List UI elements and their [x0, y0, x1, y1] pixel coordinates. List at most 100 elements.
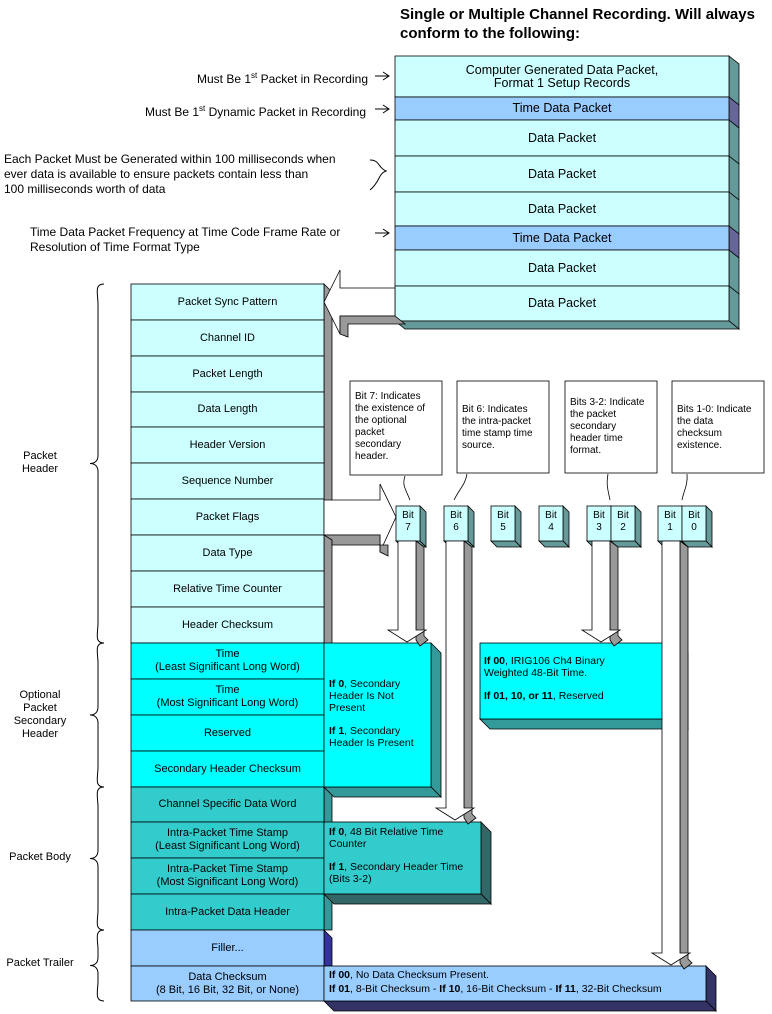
packet-field-label-3: Data Length: [197, 403, 258, 415]
packet-field-14: [130, 786, 325, 823]
packet-field-5: [130, 462, 325, 500]
bit-box-3: [538, 505, 564, 542]
packet-header-brace: [89, 283, 105, 644]
packet-field-label-19: Data Checksum(8 Bit, 16 Bit, 32 Bit, or …: [155, 970, 300, 996]
section-label-packet-trailer: Packet Trailer: [6, 957, 74, 969]
packet-field-label-16: Intra-Packet Time Stamp(Most Significant…: [156, 863, 299, 888]
recording-stack-item-0: [394, 55, 730, 98]
packet-field-label-7: Data Type: [202, 546, 253, 559]
packet-trailer-brace: [89, 929, 105, 1002]
diagram-title: Single or Multiple Channel Recording. Wi…: [400, 6, 755, 42]
recording-stack-label-6: Data Packet: [527, 260, 597, 275]
secondary-header-box-bottom: [323, 786, 442, 798]
recording-stack-label-2: Data Packet: [527, 130, 597, 145]
timestamp-source-box: [323, 821, 482, 895]
first-packet-arrow: [375, 71, 390, 81]
recording-stack-label-0: Computer Generated Data Packet,Format 1 …: [465, 62, 659, 90]
checksum-box-bottom: [323, 1000, 717, 1012]
generation-brace: [369, 159, 388, 191]
bits10-note-box: [671, 380, 765, 474]
bit-box-5: [610, 505, 636, 542]
bit-box-5-side: [634, 505, 642, 548]
packet-field-10: [130, 642, 325, 680]
recording-stack-item-6: [394, 249, 730, 287]
packet-field-16: [130, 857, 325, 895]
first-dynamic-arrow: [375, 104, 390, 114]
bit-box-1: [443, 505, 469, 542]
packet-field-label-14: Channel Specific Data Word: [158, 798, 297, 810]
bit-box-3-side: [562, 505, 570, 548]
bits32-note-box: [564, 380, 658, 474]
header-column-shadow: [323, 283, 333, 645]
recording-stack-side-0: [728, 55, 740, 106]
packet-field-17: [130, 893, 325, 931]
checksum-note: If 00, No Data Checksum Present. If 01, …: [329, 969, 662, 995]
packet-field-9: [130, 606, 325, 644]
recording-stack-item-5: [394, 225, 730, 251]
packet-field-3: [130, 391, 325, 428]
recording-stack-item-3: [394, 155, 730, 193]
bit6-note-box: [456, 380, 550, 474]
bits32-leader: [606, 473, 611, 501]
packet-body-brace: [89, 786, 105, 931]
bit-box-7: [681, 505, 707, 542]
bit7-down-arrow: [386, 540, 428, 643]
first-packet-annotation: Must Be 1st Packet in Recording: [197, 71, 368, 86]
filler-shadow: [323, 929, 333, 967]
packet-field-label-10: Time(Least Significant Long Word): [155, 648, 300, 673]
recording-stack-label-1: Time Data Packet: [512, 101, 612, 115]
recording-stack-label-3: Data Packet: [527, 166, 597, 181]
packet-field-label-8: Relative Time Counter: [173, 582, 282, 595]
secondary-header-box: [323, 642, 432, 788]
packet-field-label-6: Packet Flags: [195, 510, 260, 523]
bit-box-0-side: [419, 505, 427, 548]
first-dynamic-annotation: Must Be 1 Dynamic Packet in Recordingst …: [145, 104, 366, 119]
bit6-down-arrow-shadow: [463, 540, 477, 825]
packet-field-label-15: Intra-Packet Time Stamp(Least Significan…: [155, 827, 300, 852]
packet-field-12: [130, 714, 325, 752]
recording-stack-label-4: Data Packet: [527, 201, 597, 216]
bit-box-1-side: [467, 505, 475, 548]
packet-field-label-2: Packet Length: [192, 367, 263, 380]
packet-field-11: [130, 678, 325, 716]
time-format-box-bottom: [479, 718, 689, 730]
bit7-leader: [403, 475, 411, 501]
packet-field-0: [130, 283, 325, 321]
packet-field-1: [130, 319, 325, 357]
packet-field-8: [130, 570, 325, 608]
packet-field-label-0: Packet Sync Pattern: [177, 295, 278, 308]
packet-field-label-5: Sequence Number: [181, 474, 274, 487]
checksum-box: [323, 965, 707, 1002]
recording-stack-item-2: [394, 119, 730, 157]
generation-annotation: Each Packet Must be Generated within 100…: [4, 152, 336, 196]
packet-field-label-13: Secondary Header Checksum: [154, 762, 301, 775]
bits32-down-arrow: [580, 540, 622, 643]
bit7-down-arrow-shadow: [415, 540, 429, 647]
recording-stack-label-5: Time Data Packet: [512, 230, 612, 245]
bits10-down-arrow: [650, 540, 692, 966]
secondary-present-note: If 0, Secondary Header Is Not Present If…: [329, 678, 414, 749]
section-label-packet-body: Packet Body: [9, 851, 71, 863]
stack-expand-arrow-shadow: [339, 315, 407, 338]
packet-field-2: [130, 355, 325, 393]
packet-field-4: [130, 426, 325, 464]
timestamp-source-note: If 0, 48 Bit Relative Time Counter If 1,…: [329, 826, 464, 885]
bit-box-2: [490, 505, 516, 542]
recording-stack-item-7: [394, 285, 730, 322]
packet-field-19: [130, 965, 325, 1002]
bits10-leader: [681, 473, 688, 501]
